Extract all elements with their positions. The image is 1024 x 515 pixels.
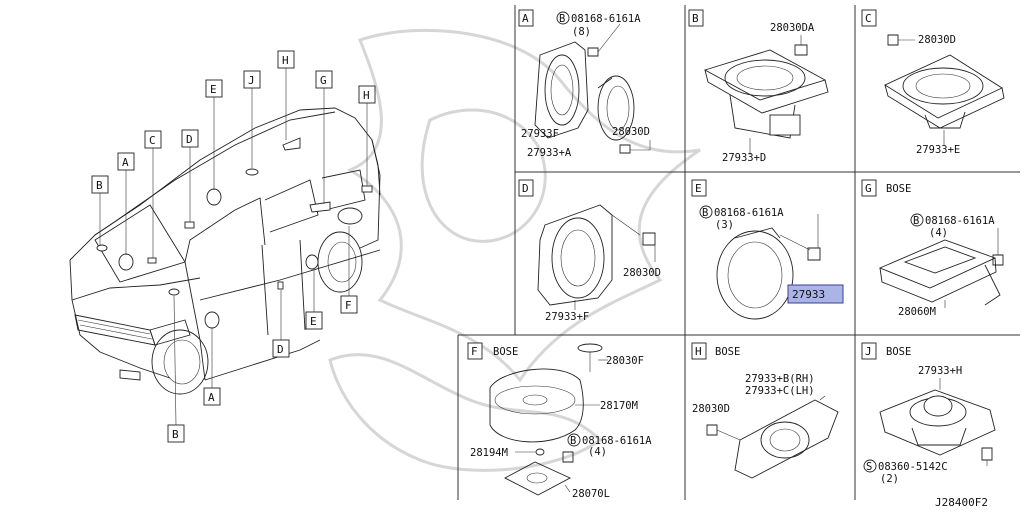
highlighted-part[interactable] [787,284,844,304]
vehicle-illustration [69,68,381,426]
panel-f-note: BOSE [493,346,518,358]
callout-h-rear[interactable]: H [358,85,376,104]
callout-letter: H [363,89,370,102]
panel-j: J BOSE 27933+H S 08360-5142C (2) [861,342,996,485]
panel-g-bolt: 08168-6161A [925,215,995,227]
vehicle-callouts: B A C D E J H G H F E D A B [91,50,376,443]
callout-letter: A [208,391,215,404]
panel-j-bolt: 08360-5142C [878,461,948,473]
callout-letter: B [96,179,103,192]
panel-h-part-rh: 27933+B(RH) [745,373,815,385]
panel-e-qty: (3) [715,219,734,231]
panel-c-part-bolt: 28030D [918,34,956,46]
callout-j[interactable]: J [243,70,261,89]
panel-e-letter: E [695,182,702,195]
callout-letter: B [172,428,179,441]
panel-a-letter: A [522,12,529,25]
panel-b-part-bolt: 28030DA [770,22,815,34]
panel-a-part-bracket: 27933F [521,128,559,140]
panel-d: D 28030D 27933+F [518,179,661,323]
bolt-prefix-icon: S [866,461,872,473]
callout-letter: J [248,74,255,87]
panel-d-part-speaker: 27933+F [545,311,589,323]
panel-a-bolt: 08168-6161A [571,13,641,25]
panel-b: B 28030DA 27933+D [688,9,829,164]
panel-j-letter: J [865,345,872,358]
bolt-prefix-icon: B [559,13,565,25]
panel-g: G BOSE B 08168-6161A (4) 28060M [861,179,1004,318]
bolt-prefix-icon: B [913,215,919,227]
panel-f: F BOSE 28030F 28170M B 08168-6161A (4) 2… [467,342,652,500]
panel-h-part-lh: 27933+C(LH) [745,385,815,397]
panel-j-qty: (2) [880,473,899,485]
panel-f-part-cap: 28030F [606,355,644,367]
panel-f-part-subwoofer: 28170M [600,400,638,412]
callout-letter: E [210,83,217,96]
panel-g-qty: (4) [929,227,948,239]
callout-letter: E [310,315,317,328]
callout-g[interactable]: G [315,70,333,89]
panel-j-part-tweeter: 27933+H [918,365,962,377]
panel-g-part-amplifier: 28060M [898,306,936,318]
callout-a-front[interactable]: A [117,152,135,171]
watermark-emblem [328,28,701,472]
panel-d-part-bolt: 28030D [623,267,661,279]
panel-h-letter: H [695,345,702,358]
callout-b-rear[interactable]: B [167,424,185,443]
callout-a-rear[interactable]: A [203,387,221,406]
panel-e-part-speaker: 27933 [792,288,825,301]
bolt-prefix-icon: B [702,207,708,219]
panel-d-letter: D [522,182,529,195]
callout-letter: D [277,343,284,356]
callout-b-front[interactable]: B [91,175,109,194]
bolt-prefix-icon: B [570,435,576,447]
panel-g-letter: G [865,182,872,195]
callout-letter: A [122,156,129,169]
panel-c-part-speaker: 27933+E [916,144,960,156]
callout-letter: G [320,74,327,87]
panel-f-part-washer: 28194M [470,447,508,459]
panel-b-letter: B [692,12,699,25]
callout-letter: C [149,134,156,147]
panel-e: E B 08168-6161A (3) 27933 [691,179,844,320]
panel-f-bolt: 08168-6161A [582,435,652,447]
callout-c[interactable]: C [144,130,162,149]
panel-e-bolt: 08168-6161A [714,207,784,219]
panel-a-part-speaker: 27933+A [527,147,572,159]
panel-c: C 28030D 27933+E [861,9,1005,156]
panel-a-qty: (8) [572,26,591,38]
panel-h: H BOSE 27933+B(RH) 27933+C(LH) 28030D [691,342,839,479]
panel-j-note: BOSE [886,346,911,358]
diagram-id: J28400F2 [935,496,988,509]
panel-f-qty: (4) [588,446,607,458]
panel-grid [457,5,1020,500]
callout-letter: D [186,133,193,146]
panel-a-part-bolt: 28030D [612,126,650,138]
callout-d-front[interactable]: D [181,129,199,148]
callout-f[interactable]: F [340,295,358,314]
panel-h-note: BOSE [715,346,740,358]
panel-f-part-plate: 28070L [572,488,610,500]
callout-e-front[interactable]: E [205,79,223,98]
panel-a: A B 08168-6161A (8) 27933F 28030D 27933+… [518,9,651,159]
callout-h-roof[interactable]: H [277,50,295,69]
callout-e-rear[interactable]: E [305,311,323,330]
panel-h-part-bolt: 28030D [692,403,730,415]
callout-letter: H [282,54,289,67]
panel-f-letter: F [471,345,478,358]
panel-c-letter: C [865,12,872,25]
panel-b-part-speaker: 27933+D [722,152,766,164]
callout-letter: F [345,299,352,312]
callout-d-rear[interactable]: D [272,339,290,358]
panel-g-note: BOSE [886,183,911,195]
